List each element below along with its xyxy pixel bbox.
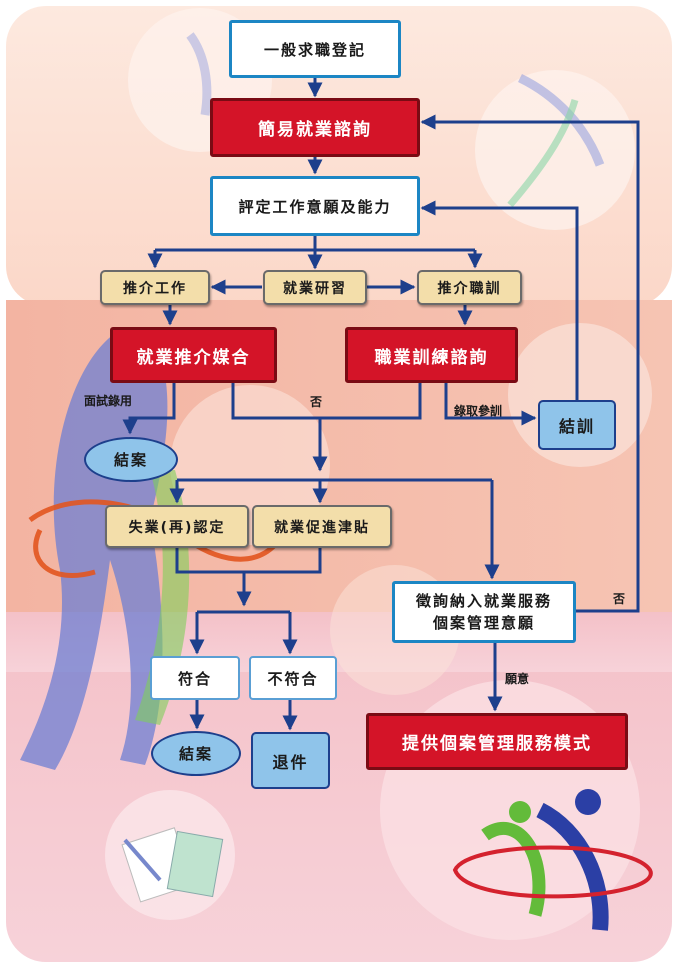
- node-job-study: 就業研習: [263, 270, 367, 305]
- node-case-management-inquiry: 徵詢納入就業服務 個案管理意願: [392, 581, 576, 643]
- node-unemployment-certification: 失業(再)認定: [105, 505, 249, 548]
- node-simple-consultation: 簡易就業諮詢: [210, 98, 420, 157]
- node-case-closed-2: 結案: [151, 731, 241, 776]
- node-eligible: 符合: [150, 656, 240, 700]
- edge-label-admitted: 錄取參訓: [454, 404, 503, 418]
- node-employment-promotion-allowance: 就業促進津貼: [252, 505, 392, 548]
- case-mgmt-line-1: 徵詢納入就業服務: [415, 592, 552, 610]
- node-refer-job: 推介工作: [100, 270, 210, 305]
- node-job-registration: 一般求職登記: [229, 20, 401, 78]
- node-return-document: 退件: [251, 732, 330, 789]
- edge-label-willing: 願意: [505, 672, 530, 686]
- edge-label-no: 否: [310, 395, 323, 409]
- node-job-matching: 就業推介媒合: [110, 327, 277, 383]
- node-assess-willingness: 評定工作意願及能力: [210, 176, 420, 236]
- node-provide-case-management: 提供個案管理服務模式: [366, 713, 628, 770]
- node-case-closed-1: 結案: [84, 437, 178, 482]
- edge-label-no-2: 否: [613, 592, 626, 606]
- node-training-consultation: 職業訓練諮詢: [345, 327, 518, 383]
- node-training-completed: 結訓: [538, 400, 616, 450]
- node-refer-training: 推介職訓: [417, 270, 522, 305]
- edge-label-interview-hired: 面試錄用: [84, 394, 133, 408]
- node-ineligible: 不符合: [249, 656, 337, 700]
- case-mgmt-line-2: 個案管理意願: [432, 614, 535, 632]
